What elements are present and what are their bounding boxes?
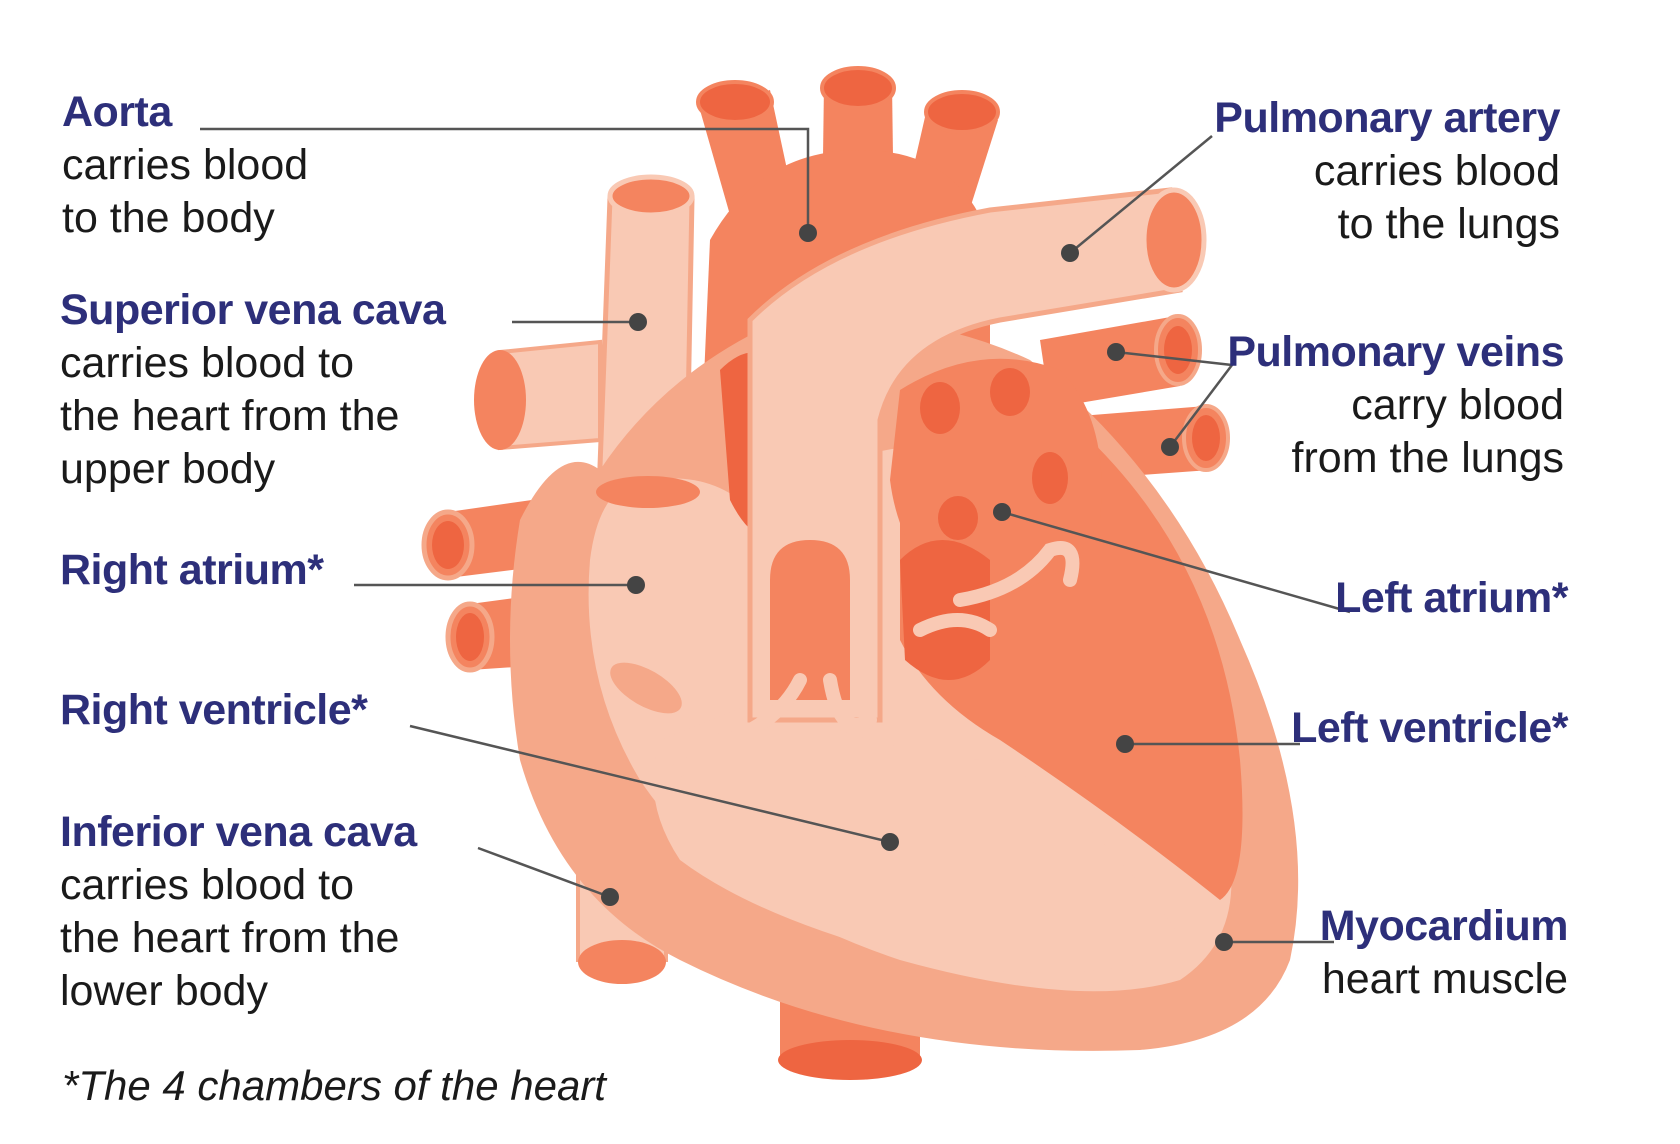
right-ventricle-title: Right ventricle* — [60, 686, 368, 734]
inferior-vena-cava-label: Inferior vena cava carries blood to the … — [60, 806, 417, 1018]
pulmonary-artery-label: Pulmonary artery carries blood to the lu… — [1214, 92, 1560, 251]
chambers-footnote: *The 4 chambers of the heart — [62, 1062, 606, 1109]
inferior-vena-cava-desc-line-2: the heart from the — [60, 914, 400, 962]
right-ventricle-label: Right ventricle* — [60, 684, 368, 737]
leader-lines — [200, 127, 1351, 944]
inferior-vena-cava-dot — [601, 888, 619, 906]
pulmonary-veins-title: Pulmonary veins — [1227, 328, 1564, 376]
pulmonary-artery-leader — [1069, 135, 1213, 254]
pulmonary-veins-desc-line-1: carry blood — [1351, 381, 1564, 429]
aorta-leader — [200, 127, 810, 233]
aorta-label: Aorta carries blood to the body — [62, 86, 308, 245]
myocardium-title: Myocardium — [1319, 902, 1569, 950]
pulmonary-artery-desc-line-2: to the lungs — [1337, 200, 1560, 248]
left-atrium-dot — [993, 503, 1011, 521]
pulmonary-veins-dot-a — [1107, 343, 1125, 361]
superior-vena-cava-label: Superior vena cava carries blood to the … — [60, 284, 446, 496]
left-ventricle-title: Left ventricle* — [1291, 704, 1568, 752]
aorta-title: Aorta — [62, 88, 172, 136]
superior-vena-cava-dot — [629, 313, 647, 331]
inferior-vena-cava-leader — [477, 846, 611, 899]
left-atrium-leader — [1001, 510, 1351, 614]
myocardium-desc-line-1: heart muscle — [1321, 955, 1568, 1003]
heart-valves — [653, 541, 1080, 787]
left-pulmonary-veins — [1040, 314, 1230, 478]
leader-dots — [601, 224, 1233, 951]
right-ventricle-leader — [409, 724, 891, 844]
right-atrium-label: Right atrium* — [60, 544, 324, 597]
left-atrium-label: Left atrium* — [1335, 572, 1568, 625]
left-ventricle-dot — [1116, 735, 1134, 753]
aorta-desc-line-1: carries blood — [62, 141, 309, 189]
myocardium-dot — [1215, 933, 1233, 951]
left-ventricle-label: Left ventricle* — [1291, 702, 1568, 755]
myocardium-label: Myocardium heart muscle — [1319, 900, 1569, 1006]
left-atrium-title: Left atrium* — [1335, 574, 1568, 622]
pulmonary-veins-label: Pulmonary veins carry blood from the lun… — [1227, 326, 1564, 485]
right-atrium-title: Right atrium* — [60, 546, 324, 594]
inferior-vena-cava-desc-line-1: carries blood to — [60, 861, 354, 909]
right-atrium-dot — [627, 576, 645, 594]
superior-vena-cava-title: Superior vena cava — [60, 286, 446, 334]
pulmonary-artery-title: Pulmonary artery — [1214, 94, 1560, 142]
pulmonary-artery-dot — [1061, 244, 1079, 262]
pulmonary-artery-vessel — [747, 187, 1207, 723]
aorta-dot — [799, 224, 817, 242]
pulmonary-artery-desc-line-1: carries blood — [1313, 147, 1560, 195]
inferior-vena-cava-desc-line-3: lower body — [60, 967, 268, 1015]
superior-vena-cava-desc-line-2: the heart from the — [60, 392, 400, 440]
superior-vena-cava-desc-line-3: upper body — [60, 445, 276, 493]
pulmonary-veins-desc-line-2: from the lungs — [1291, 434, 1564, 482]
superior-vena-cava-desc-line-1: carries blood to — [60, 339, 354, 387]
pulmonary-veins-leader-a — [1115, 350, 1233, 367]
aorta-desc-line-2: to the body — [62, 194, 275, 242]
pulmonary-veins-dot-b — [1161, 438, 1179, 456]
right-ventricle-dot — [881, 833, 899, 851]
heart-illustration — [421, 66, 1299, 1080]
pulmonary-veins-leader-b — [1169, 364, 1233, 448]
inferior-vena-cava-title: Inferior vena cava — [60, 808, 417, 856]
